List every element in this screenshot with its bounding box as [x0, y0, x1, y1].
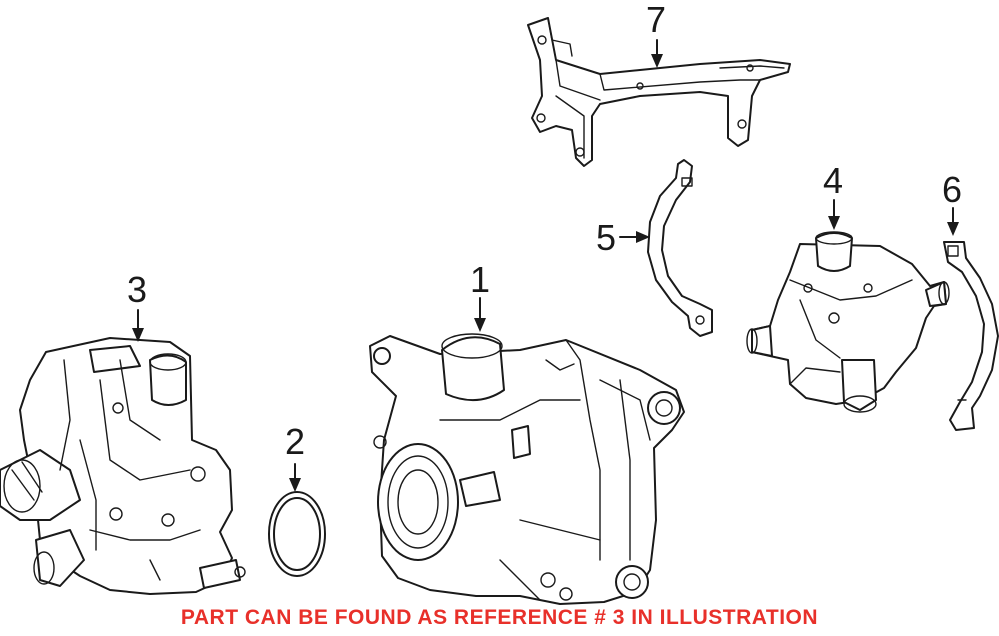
part-2-o-ring: [268, 491, 326, 577]
reference-note: PART CAN BE FOUND AS REFERENCE # 3 IN IL…: [180, 606, 819, 629]
callout-2: 2: [285, 421, 306, 462]
callout-5: 5: [596, 217, 617, 258]
part-7-bracket: [527, 17, 791, 167]
callout-leaders: [132, 39, 959, 492]
part-4-aux-pump: [746, 231, 950, 413]
callout-3: 3: [127, 269, 148, 310]
part-1-water-pump: [369, 333, 685, 605]
callout-4: 4: [823, 160, 844, 201]
part-3-thermostat-housing: [0, 337, 246, 595]
callout-6: 6: [942, 169, 963, 210]
callout-7: 7: [646, 0, 667, 40]
part-5-strap: [647, 159, 713, 337]
callout-1: 1: [470, 259, 491, 300]
part-6-strap: [943, 241, 999, 431]
